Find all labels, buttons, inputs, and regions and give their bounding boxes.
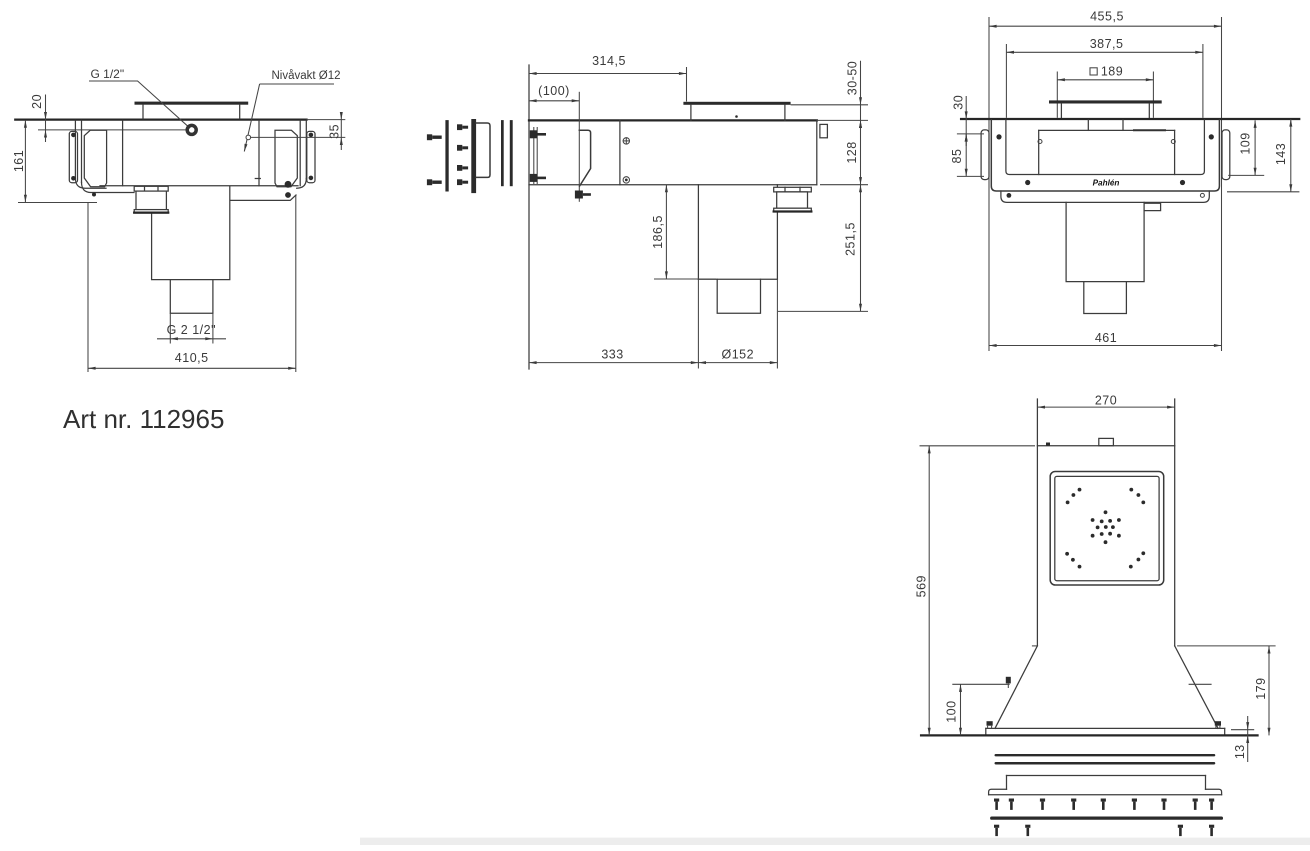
svg-text:30-50: 30-50 [846,61,860,95]
svg-text:333: 333 [601,348,623,362]
svg-text:Art nr. 112965: Art nr. 112965 [63,404,224,434]
svg-text:30: 30 [952,95,966,110]
svg-text:85: 85 [950,149,964,164]
svg-text:455,5: 455,5 [1090,10,1124,24]
svg-text:13: 13 [1233,744,1247,759]
svg-text:251,5: 251,5 [844,222,858,256]
svg-text:20: 20 [30,94,44,109]
svg-text:569: 569 [915,575,929,597]
svg-text:143: 143 [1274,143,1288,165]
svg-text:G 1/2": G 1/2" [91,67,125,81]
svg-text:387,5: 387,5 [1090,37,1124,51]
svg-text:35: 35 [328,124,342,139]
svg-text:179: 179 [1254,677,1268,699]
svg-text:410,5: 410,5 [175,351,209,365]
svg-text:(100): (100) [538,84,570,98]
svg-text:186,5: 186,5 [651,215,665,249]
svg-text:Ø152: Ø152 [722,348,755,362]
svg-text:G 2 1/2": G 2 1/2" [167,323,216,337]
svg-text:461: 461 [1095,331,1117,345]
svg-text:270: 270 [1095,393,1117,407]
svg-text:189: 189 [1101,65,1123,79]
svg-text:161: 161 [12,150,26,172]
svg-text:128: 128 [845,141,859,163]
svg-text:Nivåvakt Ø12: Nivåvakt Ø12 [272,70,341,82]
svg-text:314,5: 314,5 [592,54,626,68]
svg-text:Pahlén: Pahlén [1093,179,1120,188]
svg-text:109: 109 [1239,132,1253,154]
svg-text:100: 100 [945,700,959,722]
